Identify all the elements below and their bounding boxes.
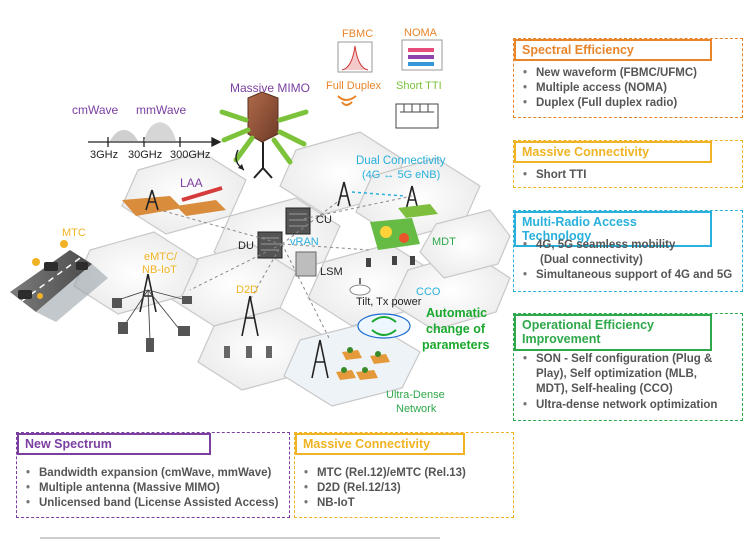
massive-mimo-array-icon	[219, 91, 309, 179]
list-item: Unlicensed band (License Assisted Access…	[26, 496, 278, 511]
fbmc-waveform-icon	[337, 41, 373, 73]
small-cell-pad-icon	[336, 350, 390, 380]
cu-label: CU	[316, 214, 332, 226]
freq-300ghz-label: 300GHz	[170, 149, 211, 161]
noma-icon	[401, 39, 443, 71]
new-spectrum-box: New Spectrum Bandwidth expansion (cmWave…	[16, 432, 290, 518]
full-duplex-label: Full Duplex	[326, 80, 382, 92]
new-spectrum-title: New Spectrum	[17, 433, 211, 455]
list-item: Simultaneous support of 4G and 5G	[523, 268, 732, 283]
list-item: MDT), Self-healing (CCO)	[536, 383, 673, 396]
small-cell-icon	[341, 347, 381, 373]
short-tti-icon	[395, 103, 439, 129]
fbmc-label: FBMC	[342, 28, 374, 40]
mtc-label: MTC	[62, 227, 86, 239]
massive-connectivity-right-box: Massive Connectivity Short TTI	[513, 140, 743, 188]
auto-change-label-2: change of	[426, 322, 486, 336]
du-label: DU	[238, 240, 254, 252]
mdt-heatmap-icon	[370, 218, 420, 250]
lsm-label: LSM	[320, 266, 343, 278]
fronthaul-links	[159, 195, 413, 341]
emtc-label-2: NB-IoT	[142, 264, 177, 276]
list-item: Multiple antenna (Massive MIMO)	[26, 481, 278, 496]
car-icon	[18, 262, 88, 299]
short-tti-label: Short TTI	[396, 80, 442, 92]
tilt-label: Tilt, Tx power	[356, 296, 422, 308]
dual-link	[351, 191, 405, 197]
list-item: (Dual connectivity)	[540, 254, 643, 267]
list-item: MTC (Rel.12)/eMTC (Rel.13)	[304, 466, 466, 481]
iot-device-icon	[112, 296, 192, 352]
mmwave-band-icon	[144, 122, 176, 141]
massive-mimo-label: Massive MIMO	[230, 81, 311, 95]
noma-label: NOMA	[404, 27, 437, 39]
list-item: Ultra-dense network optimization	[523, 398, 718, 413]
massive-connectivity-right-title: Massive Connectivity	[514, 141, 712, 163]
ultra-dense-label-1: Ultra-Dense	[386, 389, 445, 401]
mdt-label: MDT	[432, 236, 456, 248]
emtc-tower-icon	[117, 273, 187, 341]
mmwave-label: mmWave	[136, 103, 187, 117]
list-item: Bandwidth expansion (cmWave, mmWave)	[26, 466, 278, 481]
freq-3ghz-label: 3GHz	[90, 149, 119, 161]
list-item: Play), Self optimization (MLB,	[536, 368, 698, 381]
operational-efficiency-title: Operational Efficiency Improvement	[514, 314, 712, 351]
operational-efficiency-title-line-2: Improvement	[522, 332, 601, 347]
d2d-tower-icon	[241, 295, 259, 337]
automatic-change-icon	[357, 313, 411, 339]
list-item: Duplex (Full duplex radio)	[523, 96, 697, 111]
dual-connectivity-pad-icon	[398, 204, 438, 218]
list-item: 4G, 5G seamless mobility	[523, 238, 732, 253]
phone-icon	[366, 256, 415, 267]
auto-change-label-3: parameters	[422, 338, 490, 352]
list-item: SON - Self configuration (Plug &	[523, 352, 717, 367]
vran-label: vRAN	[290, 236, 319, 248]
dual-connectivity-label: Dual Connectivity	[356, 155, 446, 167]
list-item: NB-IoT	[304, 496, 466, 511]
laa-label: LAA	[180, 176, 203, 190]
massive-connectivity-bottom-title: Massive Connectivity	[295, 433, 465, 455]
frequency-axis	[88, 136, 222, 148]
list-item: Short TTI	[523, 168, 587, 183]
ultra-dense-tower-icon	[311, 339, 329, 379]
d2d-label: D2D	[236, 284, 259, 296]
operational-efficiency-box: Operational Efficiency Improvement SON -…	[513, 313, 743, 421]
server-rack-icon	[257, 207, 317, 277]
list-item: D2D (Rel.12/13)	[304, 481, 466, 496]
massive-connectivity-bottom-box: Massive Connectivity MTC (Rel.12)/eMTC (…	[294, 432, 514, 518]
spectral-efficiency-title: Spectral Efficiency	[514, 39, 712, 61]
laa-tower-icon	[122, 186, 226, 216]
list-item: New waveform (FBMC/UFMC)	[523, 66, 697, 81]
mtc-sensor-icon	[32, 240, 68, 299]
auto-change-label-1: Automatic	[426, 306, 488, 320]
d2d-device-icon	[224, 346, 272, 358]
sync-arrow-icon	[371, 316, 397, 336]
ultra-dense-label-2: Network	[396, 403, 437, 415]
list-item: Multiple access (NOMA)	[523, 81, 697, 96]
cmwave-band-icon	[110, 130, 138, 141]
cmwave-label: cmWave	[72, 103, 119, 117]
spectral-efficiency-box: Spectral Efficiency New waveform (FBMC/U…	[513, 38, 743, 118]
operational-efficiency-title-line-1: Operational Efficiency	[522, 318, 654, 332]
emtc-label-1: eMTC/	[144, 251, 177, 263]
hexagon-cell-grid	[73, 131, 511, 407]
dual-connectivity-sub-label: (4G ↔ 5G eNB)	[362, 169, 441, 181]
cco-label: CCO	[416, 286, 441, 298]
freq-30ghz-label: 30GHz	[128, 149, 163, 161]
full-duplex-icon	[337, 95, 357, 106]
multi-rat-box: Multi-Radio Access Technology 4G, 5G sea…	[513, 210, 743, 292]
tilt-antenna-icon	[349, 278, 371, 296]
